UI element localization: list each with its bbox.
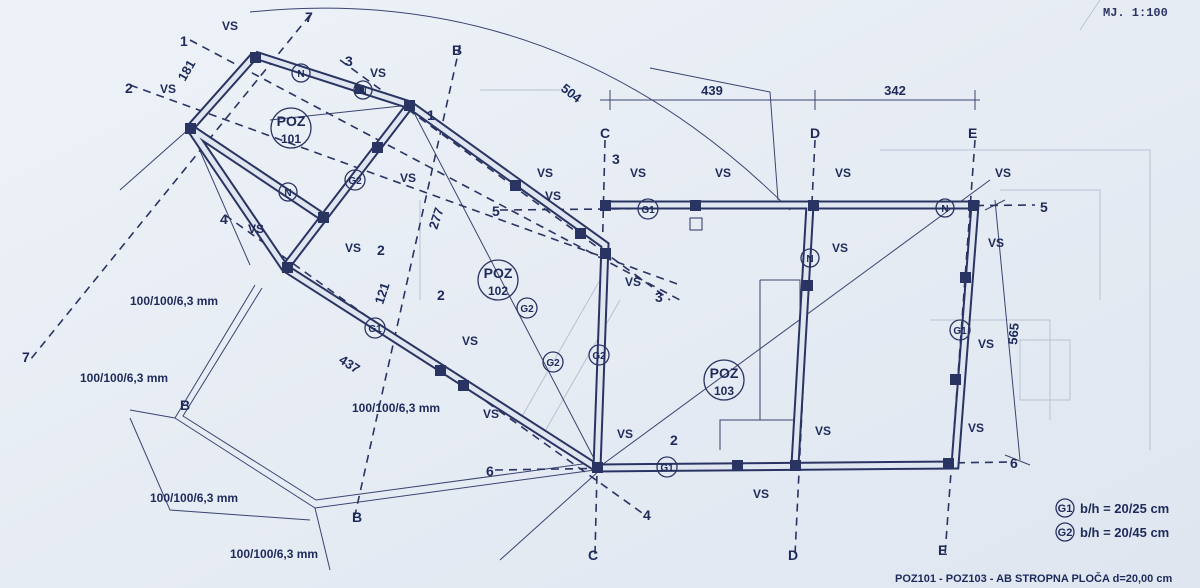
poz-103-number: 103 <box>714 384 734 398</box>
axis-3: 3 <box>612 151 620 167</box>
vs-label: VS <box>462 334 478 348</box>
axis-d: D <box>810 125 820 141</box>
axis-d: D <box>788 547 798 563</box>
vs-label: VS <box>248 222 264 236</box>
poz-102-title: POZ <box>484 265 513 281</box>
axis-2: 2 <box>377 242 385 258</box>
vs-label: VS <box>968 421 984 435</box>
vs-label: VS <box>222 19 238 33</box>
vs-label: VS <box>815 424 831 438</box>
dimension-565: 565 <box>1005 322 1022 345</box>
profile-label: 100/100/6,3 mm <box>352 401 440 415</box>
axis-labels: 1 3 1 2 2 2 2 3 3 4 4 5 5 6 6 7 7 B B B … <box>22 9 1048 563</box>
vs-label: VS <box>995 166 1011 180</box>
axis-5: 5 <box>492 203 500 219</box>
poz-103-title: POZ <box>710 365 739 381</box>
vs-label: VS <box>345 241 361 255</box>
vs-label: VS <box>625 275 641 289</box>
steel-profile-labels: 100/100/6,3 mm 100/100/6,3 mm 100/100/6,… <box>80 294 440 561</box>
label-n: N <box>941 204 948 215</box>
label-g1: G1 <box>953 326 967 337</box>
legend-g1-text: b/h = 20/25 cm <box>1080 501 1169 516</box>
vs-label: VS <box>400 171 416 185</box>
vs-label: VS <box>715 166 731 180</box>
slab-note: POZ101 - POZ103 - AB STROPNA PLOČA d=20,… <box>895 572 1172 585</box>
profile-label: 100/100/6,3 mm <box>230 547 318 561</box>
vs-label: VS <box>483 407 499 421</box>
label-g2: G2 <box>520 304 534 315</box>
axis-e: E <box>938 542 947 558</box>
poz-101-number: 101 <box>281 132 301 146</box>
axis-e: E <box>968 125 977 141</box>
axis-b: B <box>180 397 190 413</box>
axis-5: 5 <box>1040 199 1048 215</box>
columns <box>185 52 979 473</box>
vs-label: VS <box>160 82 176 96</box>
label-g2: G2 <box>546 358 560 369</box>
poz-labels: POZ 101 POZ 102 POZ 103 <box>270 107 745 401</box>
axis-2: 2 <box>437 287 445 303</box>
scale-label: MJ. 1:100 <box>1103 6 1168 20</box>
profile-label: 100/100/6,3 mm <box>150 491 238 505</box>
axis-b: B <box>452 42 462 58</box>
vs-label: VS <box>835 166 851 180</box>
vs-label: VS <box>988 236 1004 250</box>
axis-c: C <box>588 547 598 563</box>
label-n: N <box>297 69 304 80</box>
vs-labels: VS VS VS VS VS VS VS VS VS VS VS VS VS V… <box>160 19 1011 501</box>
axis-7: 7 <box>305 9 313 25</box>
axis-1: 1 <box>427 107 435 123</box>
axis-1: 1 <box>180 33 188 49</box>
axis-2: 2 <box>125 80 133 96</box>
vs-label: VS <box>630 166 646 180</box>
profile-label: 100/100/6,3 mm <box>80 371 168 385</box>
vs-label: VS <box>370 66 386 80</box>
dimension-277: 277 <box>426 206 447 231</box>
vs-label: VS <box>753 487 769 501</box>
vs-label: VS <box>537 166 553 180</box>
label-n: N <box>284 188 291 199</box>
vs-label: VS <box>978 337 994 351</box>
circled-labels: N N N N N G2 G1 G1 G2 G2 G2 G1 G1 <box>278 63 971 478</box>
dimension-342: 342 <box>884 83 906 98</box>
axis-7: 7 <box>22 349 30 365</box>
label-g2: G2 <box>348 176 362 187</box>
label-g1: G1 <box>641 205 655 216</box>
poz-101-title: POZ <box>277 113 306 129</box>
axis-4: 4 <box>643 507 651 523</box>
axis-b: B <box>352 509 362 525</box>
axis-6: 6 <box>486 463 494 479</box>
poz-102-number: 102 <box>488 284 508 298</box>
label-n: N <box>806 254 813 265</box>
background-plan-lines <box>419 0 1151 450</box>
label-g1: G1 <box>368 324 382 335</box>
legend-g2-symbol: G2 <box>1058 527 1073 539</box>
legend: G1 b/h = 20/25 cm G2 b/h = 20/45 cm POZ1… <box>895 498 1172 585</box>
legend-g1-symbol: G1 <box>1058 503 1073 515</box>
vs-label: VS <box>832 241 848 255</box>
profile-label: 100/100/6,3 mm <box>130 294 218 308</box>
axis-4: 4 <box>220 211 228 227</box>
label-g2: G2 <box>592 351 606 362</box>
axis-3: 3 <box>655 289 663 305</box>
label-n: N <box>359 86 366 97</box>
vs-label: VS <box>617 427 633 441</box>
axis-6: 6 <box>1010 455 1018 471</box>
axis-c: C <box>600 125 610 141</box>
axis-2: 2 <box>670 432 678 448</box>
label-g1: G1 <box>660 463 674 474</box>
axis-3: 3 <box>345 53 353 69</box>
dimension-439: 439 <box>701 83 723 98</box>
vs-label: VS <box>545 189 561 203</box>
dimension-121: 121 <box>372 281 393 306</box>
legend-g2-text: b/h = 20/45 cm <box>1080 525 1169 540</box>
